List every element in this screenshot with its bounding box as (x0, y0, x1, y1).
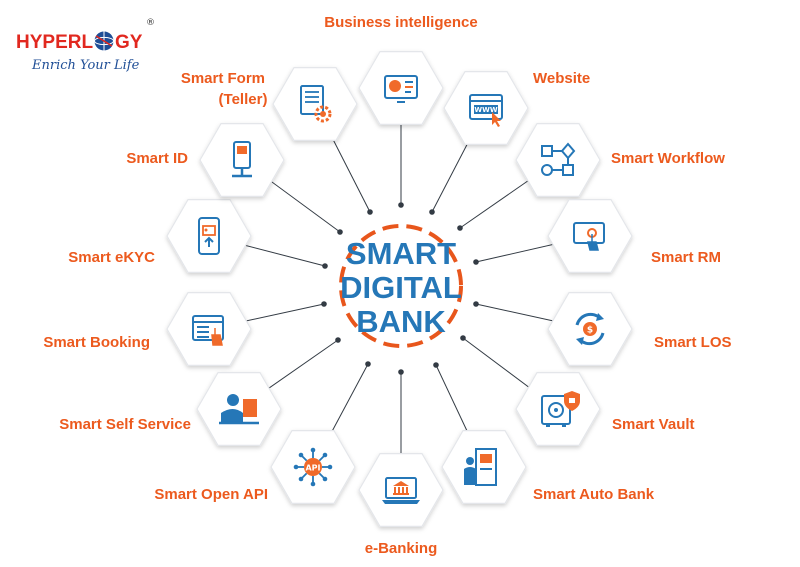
center-dashed-ring (339, 224, 463, 348)
node-e-banking (358, 453, 444, 528)
label-smart-form-teller: Smart Form (181, 70, 265, 87)
node-smart-los: $ (547, 292, 633, 366)
connector-dot-smart-id (337, 229, 343, 235)
label-smart-ekyc: Smart eKYC (68, 249, 155, 266)
registered-mark: ® (146, 18, 155, 28)
connector-dot-e-banking (398, 369, 404, 375)
node-smart-auto-bank (441, 430, 527, 504)
label-smart-self-service: Smart Self Service (59, 416, 191, 433)
node-smart-workflow (515, 122, 601, 197)
hexagon-smart-id (199, 122, 285, 197)
node-smart-ekyc (166, 199, 252, 273)
node-smart-id (199, 122, 285, 197)
center-line-3: BANK (356, 304, 446, 339)
hexagon-smart-auto-bank (441, 430, 527, 504)
logo-right-text: GY (115, 32, 143, 53)
api-network-icon: API (293, 447, 333, 487)
logo-left-text: HYPERL (16, 32, 93, 53)
connector-dot-smart-open-api (365, 361, 371, 367)
connector-dot-smart-workflow (457, 225, 463, 231)
label-smart-id: Smart ID (126, 150, 188, 167)
booking-icon (192, 315, 224, 346)
globe-icon (94, 31, 114, 51)
connector-dot-smart-form-teller (367, 209, 373, 215)
vault-icon (541, 391, 580, 427)
hexagon-smart-form-teller (272, 66, 358, 141)
label-smart-rm: Smart RM (651, 249, 721, 266)
connector-dot-smart-vault (460, 335, 466, 341)
money-cycle-icon: $ (575, 312, 605, 346)
hexagon-business-intelligence (358, 50, 444, 126)
logo-tagline: Enrich Your Life (31, 58, 140, 73)
service-nodes: WWW $ API (166, 50, 633, 528)
connector-dot-smart-los (473, 301, 479, 307)
connector-dot-smart-auto-bank (433, 362, 439, 368)
label-smart-form-teller-line2: (Teller) (219, 91, 268, 108)
connector-dot-smart-ekyc (322, 263, 328, 269)
auto-bank-kiosk-icon (464, 448, 497, 486)
center-hub: SMART DIGITAL BANK (339, 224, 463, 348)
dashboard-icon (384, 75, 418, 103)
label-smart-open-api: Smart Open API (154, 486, 268, 503)
label-smart-booking: Smart Booking (43, 334, 150, 351)
connector-dot-website (429, 209, 435, 215)
hexagon-smart-ekyc (166, 199, 252, 273)
node-smart-vault (515, 372, 601, 446)
connector-dot-smart-booking (321, 301, 327, 307)
node-smart-rm (547, 199, 633, 273)
label-smart-los: Smart LOS (654, 334, 732, 351)
label-smart-workflow: Smart Workflow (611, 150, 725, 167)
svg-text:WWW: WWW (474, 106, 497, 114)
node-smart-self-service (196, 372, 282, 446)
self-service-icon (219, 394, 259, 425)
node-smart-open-api: API (270, 430, 356, 504)
hexagon-smart-booking (166, 292, 252, 366)
label-smart-vault: Smart Vault (612, 416, 695, 433)
hexagon-smart-vault (515, 372, 601, 446)
laptop-bank-icon (382, 477, 420, 504)
hexagon-smart-workflow (515, 122, 601, 197)
svg-text:API: API (305, 464, 320, 473)
node-smart-form-teller (272, 66, 358, 141)
center-line-2: DIGITAL (340, 270, 462, 305)
www-browser-icon: WWW (469, 94, 503, 127)
hexagon-smart-self-service (196, 372, 282, 446)
connector-dot-smart-self-service (335, 337, 341, 343)
label-business-intelligence: Business intelligence (324, 14, 477, 31)
touch-screen-icon (573, 222, 605, 251)
connector-dot-smart-rm (473, 259, 479, 265)
ekyc-phone-icon (198, 217, 220, 255)
node-smart-booking (166, 292, 252, 366)
center-line-1: SMART (346, 236, 456, 271)
svg-text:$: $ (587, 326, 593, 336)
hexagon-e-banking (358, 453, 444, 528)
id-kiosk-icon (232, 141, 252, 178)
workflow-icon (541, 142, 576, 176)
label-website: Website (533, 70, 590, 87)
connector-dot-business-intelligence (398, 202, 404, 208)
node-business-intelligence (358, 50, 444, 126)
label-smart-auto-bank: Smart Auto Bank (533, 486, 655, 503)
node-website: WWW (443, 70, 529, 145)
label-e-banking: e-Banking (365, 540, 438, 557)
form-gear-icon (300, 85, 332, 123)
hyperlogy-logo: HYPERL GY ® Enrich Your Life (16, 18, 155, 73)
